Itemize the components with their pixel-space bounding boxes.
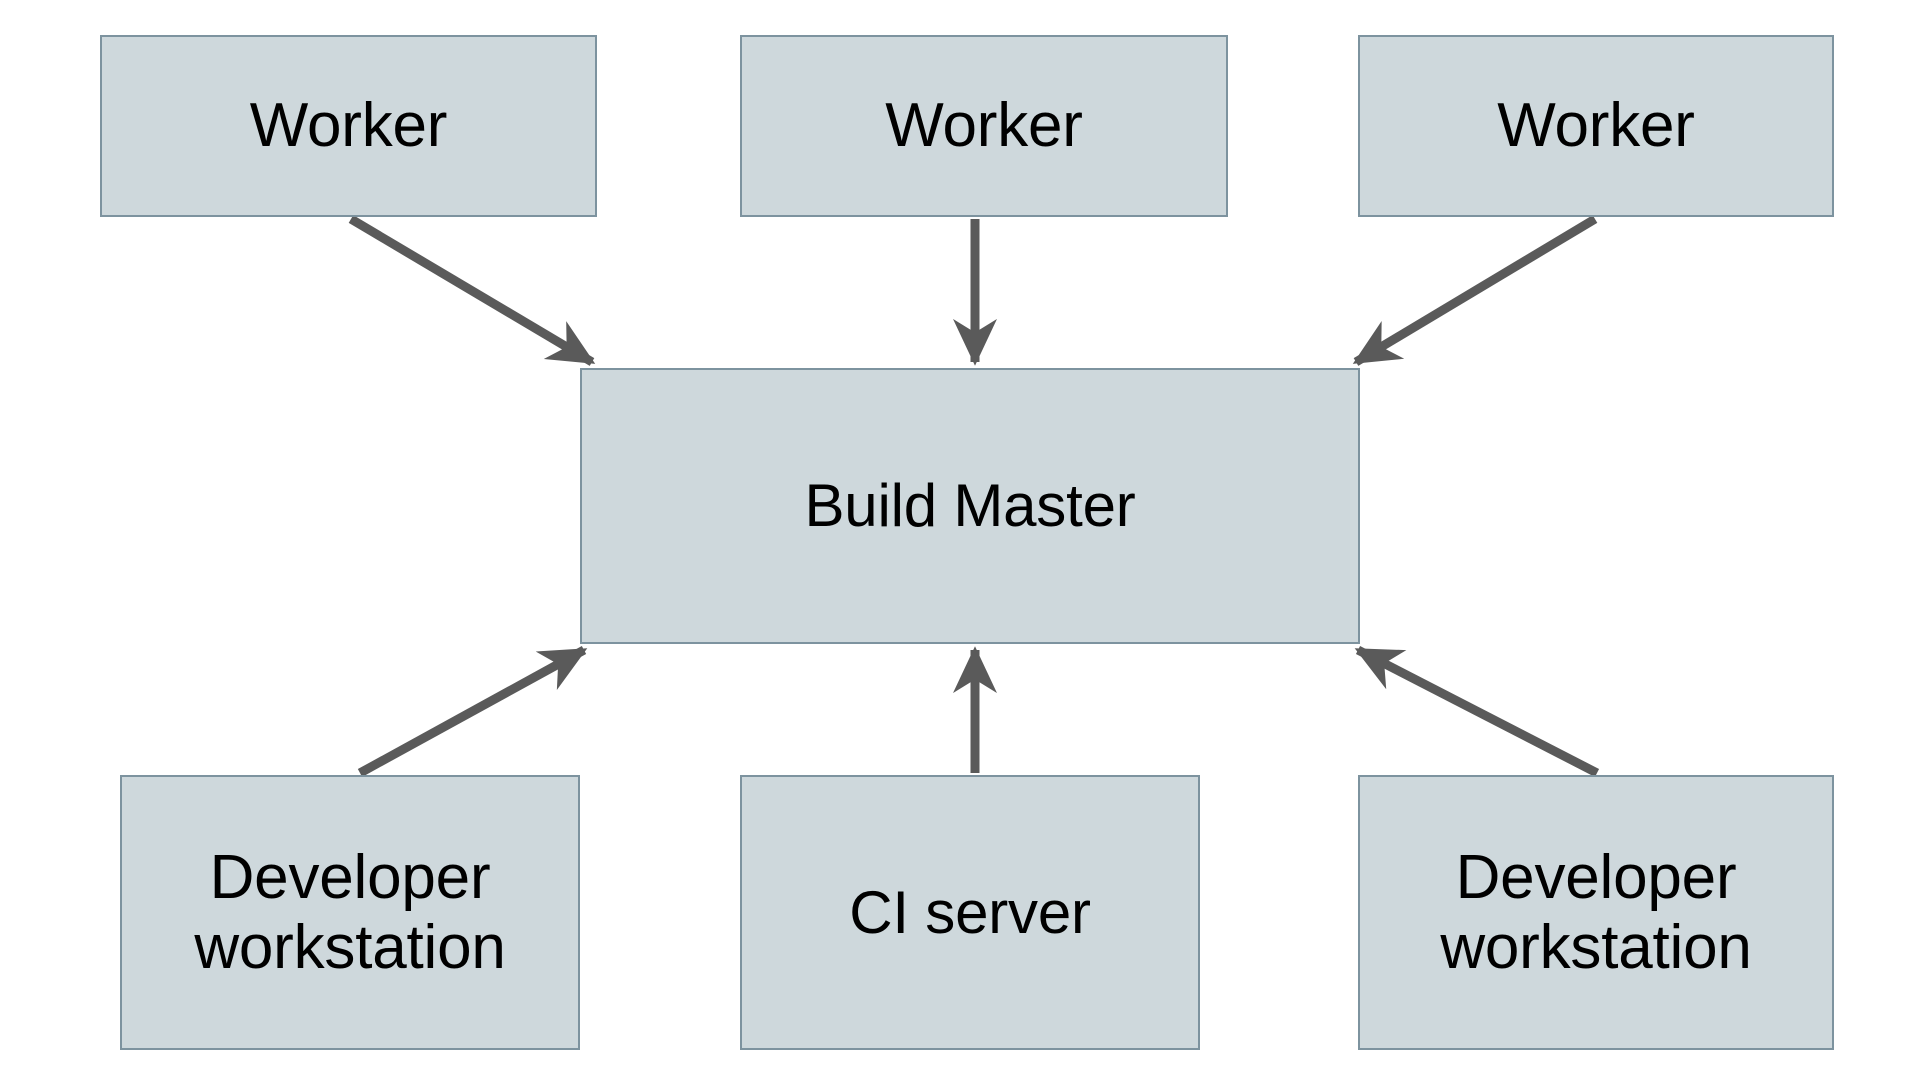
node-label-ci-server: CI server (849, 878, 1091, 946)
node-label-build-master: Build Master (804, 472, 1136, 540)
node-build-master[interactable]: Build Master (580, 368, 1360, 644)
node-label-developer-workstation-2: Developer workstation (1440, 843, 1752, 982)
edge-worker3-to-master (1352, 215, 1598, 366)
node-developer-workstation-1[interactable]: Developer workstation (120, 775, 580, 1050)
node-worker-1[interactable]: Worker (100, 35, 597, 217)
edge-worker1-to-master (348, 215, 596, 366)
node-label-worker-2: Worker (885, 91, 1083, 161)
node-label-worker-1: Worker (249, 91, 448, 161)
node-worker-2[interactable]: Worker (740, 35, 1228, 217)
node-developer-workstation-2[interactable]: Developer workstation (1358, 775, 1834, 1050)
node-ci-server[interactable]: CI server (740, 775, 1200, 1050)
node-label-developer-workstation-1: Developer workstation (194, 843, 506, 982)
edge-devws2-to-master (1354, 645, 1600, 778)
edge-devws1-to-master (357, 646, 588, 777)
node-worker-3[interactable]: Worker (1358, 35, 1834, 217)
node-label-worker-3: Worker (1497, 91, 1695, 161)
